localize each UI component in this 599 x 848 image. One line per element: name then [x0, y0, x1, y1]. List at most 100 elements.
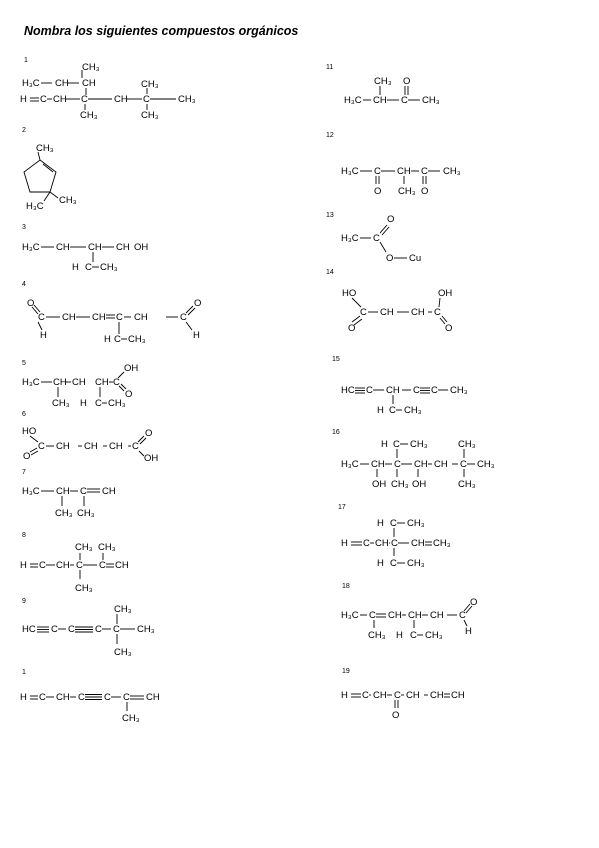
atom-label: CH₃ — [368, 630, 386, 641]
atom-label: CH₃ — [398, 186, 416, 197]
atom-label: C — [132, 441, 139, 452]
atom-label: H — [40, 330, 47, 341]
exercise-number-18: 18 — [342, 583, 350, 590]
atom-label: O — [387, 214, 394, 225]
atom-label: CH₃ — [137, 624, 155, 635]
atom-label: CH₃ — [407, 518, 425, 529]
exercise-number-16: 16 — [332, 429, 340, 436]
atom-label: CH — [373, 95, 387, 106]
atom-label: CH — [375, 538, 389, 549]
atom-label: H — [377, 518, 384, 529]
atom-label: C — [410, 630, 417, 641]
atom-label: CH — [62, 312, 76, 323]
atom-label: C — [421, 166, 428, 177]
atom-label: CH₃ — [404, 405, 422, 416]
atom-label: C — [459, 610, 466, 621]
atom-label: C — [95, 398, 102, 409]
exercise-number-6: 6 — [22, 411, 26, 418]
atom-label: C — [374, 166, 381, 177]
atom-label: C — [76, 560, 83, 571]
atom-label: CH — [406, 690, 420, 701]
atom-label: CH — [102, 486, 116, 497]
atom-label: H₃C — [22, 242, 40, 253]
atom-label: C — [95, 624, 102, 635]
atom-label: CH₃ — [450, 385, 468, 396]
exercise-number-12: 12 — [326, 132, 334, 139]
atom-label: Cu — [409, 253, 421, 264]
atom-label: CH₃ — [141, 110, 159, 121]
atom-label: CH₃ — [178, 94, 196, 105]
atom-label: C — [389, 405, 396, 416]
atom-label: O — [23, 451, 30, 462]
atom-label: CH — [88, 242, 102, 253]
atom-label: C — [390, 518, 397, 529]
atom-label: C — [123, 692, 130, 703]
atom-label: C — [431, 385, 438, 396]
atom-label: CH₃ — [477, 459, 495, 470]
structure-19: H C CH C O CH CH CH — [341, 690, 465, 721]
atom-label: OH — [412, 479, 426, 490]
atom-label: CH — [408, 610, 422, 621]
atom-label: CH₃ — [128, 334, 146, 345]
atom-label: CH — [92, 312, 106, 323]
structure-12: H₃C C O CH CH₃ C O CH₃ — [341, 166, 461, 197]
atom-label: C — [366, 385, 373, 396]
atom-label: C — [401, 95, 408, 106]
exercise-number-10: 1 — [22, 669, 26, 676]
exercise-number-2: 2 — [22, 127, 26, 134]
atom-label: CH — [95, 377, 109, 388]
page-title: Nombra los siguientes compuestos orgánic… — [24, 24, 299, 38]
atom-label: O — [374, 186, 381, 197]
atom-label: CH — [386, 385, 400, 396]
atom-label: H — [80, 398, 87, 409]
atom-label: CH — [53, 377, 67, 388]
atom-label: CH₃ — [55, 508, 73, 519]
atom-label: C — [434, 307, 441, 318]
atom-label: HO — [342, 288, 356, 299]
atom-label: CH₃ — [114, 647, 132, 658]
atom-label: O — [348, 323, 355, 334]
structure-5: H₃C CH CH CH₃ CH C OH O H C CH₃ — [22, 363, 138, 409]
exercise-number-14: 14 — [326, 269, 334, 276]
atom-label: CH — [380, 307, 394, 318]
atom-label: CH — [114, 94, 128, 105]
atom-label: C — [116, 312, 123, 323]
structure-9: HC C C C C CH₃ CH₃ CH₃ — [22, 604, 155, 658]
atom-label: CH — [430, 690, 444, 701]
atom-label: O — [445, 323, 452, 334]
atom-label: HO — [22, 426, 36, 437]
atom-label: CH — [56, 242, 70, 253]
structure-1: H₃C CH CH CH₃ H C CH C CH₃ CH C CH₃ CH₃ … — [20, 62, 196, 121]
atom-label: C — [393, 439, 400, 450]
structure-18: H₃C C CH CH CH C O H CH₃ H C CH₃ — [341, 597, 477, 641]
exercise-number-4: 4 — [22, 281, 26, 288]
exercise-number-7: 7 — [22, 469, 26, 476]
exercise-number-15: 15 — [332, 356, 340, 363]
atom-label: CH — [434, 459, 448, 470]
atom-label: O — [145, 428, 152, 439]
atom-label: CH — [56, 441, 70, 452]
atom-label: CH — [371, 459, 385, 470]
atom-label: O — [421, 186, 428, 197]
atom-label: CH₃ — [59, 195, 77, 206]
atom-label: H₃C — [341, 233, 359, 244]
atom-label: CH — [411, 307, 425, 318]
atom-label: CH — [134, 312, 148, 323]
atom-label: C — [51, 624, 58, 635]
structure-6: HO C O CH CH CH C O OH — [22, 426, 158, 464]
atom-label: CH — [56, 560, 70, 571]
atom-label: C — [362, 690, 369, 701]
atom-label: CH₃ — [82, 62, 100, 73]
atom-label: CH₃ — [52, 398, 70, 409]
atom-label: C — [39, 692, 46, 703]
structure-3: H₃C CH CH CH OH H C CH₃ — [22, 242, 148, 273]
atom-label: CH₃ — [407, 558, 425, 569]
atom-label: CH₃ — [108, 398, 126, 409]
atom-label: H₃C — [341, 459, 359, 470]
atom-label: C — [38, 312, 45, 323]
exercise-number-8: 8 — [22, 532, 26, 539]
atom-label: CH — [56, 692, 70, 703]
atom-label: CH₃ — [77, 508, 95, 519]
atom-label: C — [85, 262, 92, 273]
